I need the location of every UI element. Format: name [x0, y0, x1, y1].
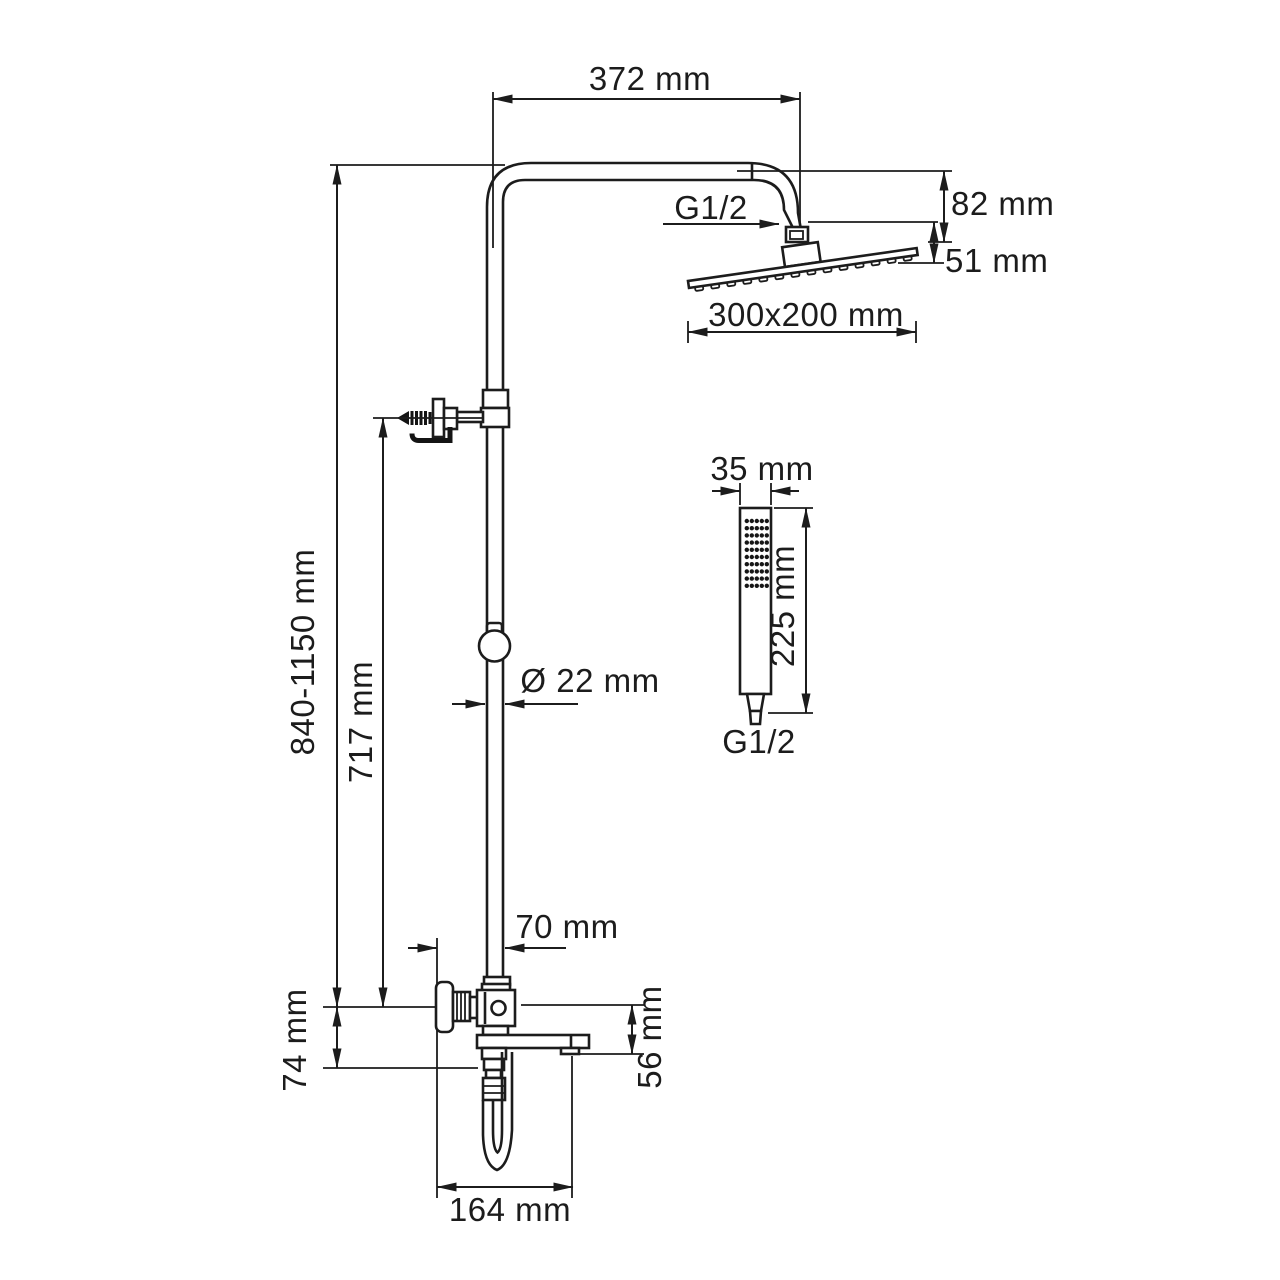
mixer-handle-knurl — [451, 990, 472, 1023]
head-plate — [686, 246, 920, 290]
dim-label-column-height: 840-1150 mm — [284, 549, 321, 756]
spout-outlet — [559, 1046, 581, 1056]
hand-shower-body — [738, 506, 773, 696]
dimension-70: 70 mm — [408, 908, 618, 953]
bath-spout — [475, 1033, 591, 1050]
hand-shower — [738, 506, 773, 726]
dim-label-handshower-width: 35 mm — [710, 450, 813, 487]
bracket-rod — [455, 410, 485, 424]
dimension-g12-top: G1/2 — [663, 189, 780, 229]
wall-bracket — [397, 388, 511, 443]
dim-label-handshower-length: 225 mm — [764, 545, 801, 667]
dimension-717: 717 mm — [342, 417, 483, 1008]
dim-label-mixer-to-pipe: 70 mm — [515, 908, 618, 945]
dim-label-handshower-connection: G1/2 — [722, 723, 796, 760]
mixer-assembly — [434, 975, 591, 1172]
dimension-g12-bottom: G1/2 — [722, 723, 796, 760]
dimension-56: 56 mm — [521, 985, 668, 1089]
dimension-51: 51 mm — [808, 221, 1048, 279]
under-extension-lines — [323, 938, 478, 1198]
head-nozzles — [694, 255, 913, 292]
shower-hose — [481, 1052, 514, 1172]
mixer-handle — [434, 980, 455, 1034]
dim-label-head-thickness: 51 mm — [945, 242, 1048, 279]
shower-column-pipe — [485, 161, 802, 982]
dimension-35: 35 mm — [710, 450, 813, 505]
diverter-knob — [477, 621, 512, 663]
overhead-shower-head — [686, 225, 920, 292]
dimension-164: 164 mm — [436, 1056, 574, 1228]
spray-dots — [744, 518, 769, 588]
dimension-840-1150: 840-1150 mm — [284, 164, 505, 1008]
dim-label-overhead-connection: G1/2 — [674, 189, 748, 226]
hose-connector — [480, 1046, 508, 1102]
dimension-82: 82 mm — [737, 170, 1054, 243]
dim-label-pipe-diameter: Ø 22 mm — [520, 662, 659, 699]
dim-label-spout-reach: 164 mm — [449, 1191, 571, 1228]
dimension-300x200: 300x200 mm — [687, 296, 917, 343]
dim-label-mixer-body-height: 74 mm — [276, 988, 313, 1091]
dim-label-spout-height: 56 mm — [631, 985, 668, 1088]
dimension-225: 225 mm — [764, 507, 813, 714]
hand-shower-nozzle — [745, 692, 766, 713]
mixer-valve-body — [475, 988, 517, 1028]
dimension-372: 372 mm — [492, 60, 801, 248]
dim-label-upper-column: 717 mm — [342, 661, 379, 783]
dim-label-head-height: 82 mm — [951, 185, 1054, 222]
dimension-74: 74 mm — [276, 988, 342, 1092]
bracket-hook — [409, 427, 453, 443]
hand-shower-spray-face — [744, 518, 769, 588]
dim-label-head-size: 300x200 mm — [708, 296, 904, 333]
dimension-diameter-22: Ø 22 mm — [452, 662, 659, 709]
dim-label-arm-reach: 372 mm — [589, 60, 711, 97]
